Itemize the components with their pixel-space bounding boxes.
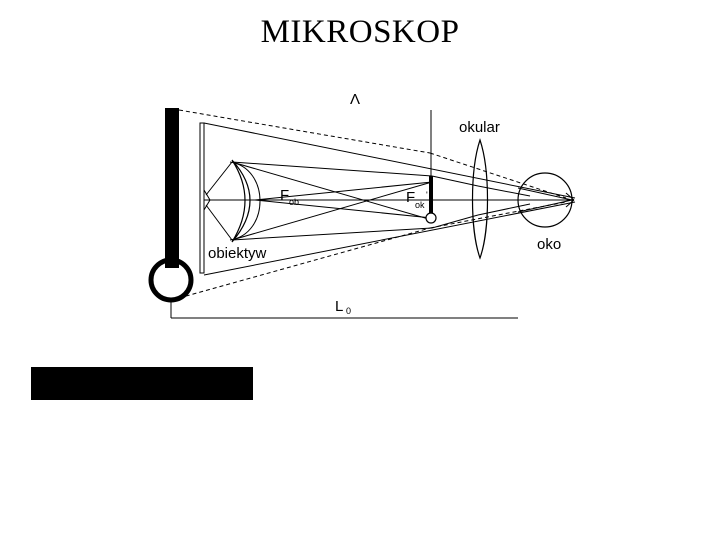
objective-lens-outline bbox=[229, 161, 261, 241]
objective-rays bbox=[205, 161, 433, 241]
f-ob-subscript: ob bbox=[289, 197, 299, 207]
f-ok-subscript: ok bbox=[415, 200, 425, 210]
obiektyw-label: obiektyw bbox=[208, 245, 267, 262]
redaction-bar bbox=[31, 367, 253, 400]
eye-rays bbox=[517, 187, 575, 213]
f-ok-prime: ' bbox=[426, 190, 428, 200]
outer-rays bbox=[203, 122, 576, 276]
focal-point-marker bbox=[425, 212, 437, 224]
object-rod bbox=[165, 108, 179, 268]
f-ok-label: F bbox=[406, 189, 415, 206]
oko-label: oko bbox=[537, 236, 561, 253]
l0-subscript: 0 bbox=[346, 306, 351, 316]
glass-slide bbox=[199, 122, 205, 274]
l0-label: L bbox=[335, 298, 343, 315]
object-arrow bbox=[203, 189, 211, 211]
virtual-image-rays bbox=[178, 109, 567, 299]
objective-lens bbox=[231, 159, 251, 243]
page-title: MIKROSKOP bbox=[260, 14, 460, 50]
lambda-label: Λ bbox=[350, 91, 360, 108]
okular-label: okular bbox=[459, 119, 500, 136]
f-ob-label: F bbox=[280, 187, 289, 204]
eyepiece-lens bbox=[471, 138, 489, 260]
